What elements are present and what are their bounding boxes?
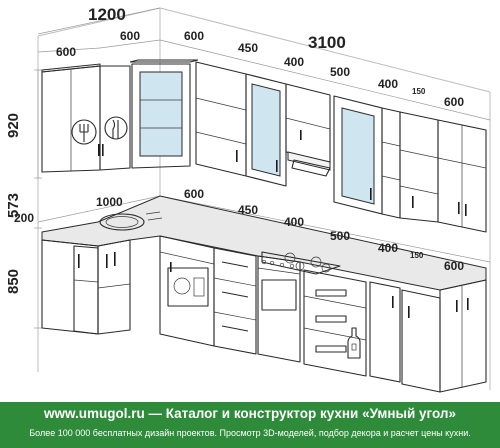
- label-lower-150: 150: [410, 251, 424, 260]
- label-lower-400-b: 400: [378, 241, 398, 255]
- site-banner: www.umugol.ru — Каталог и конструктор ку…: [0, 402, 500, 448]
- lower-dishwasher: [159, 235, 215, 347]
- label-upper-500: 500: [330, 65, 350, 79]
- label-3100: 3100: [308, 33, 346, 52]
- label-upper-400-b: 400: [378, 77, 398, 91]
- label-height-920: 920: [5, 113, 22, 138]
- label-lower-1000: 1000: [96, 195, 123, 209]
- countertop: [41, 195, 487, 291]
- lower-drawers-500: [303, 269, 367, 377]
- label-lower-600-b: 600: [444, 259, 464, 273]
- lower-drawers-450: [213, 247, 257, 355]
- label-height-850: 850: [5, 269, 22, 294]
- label-upper-450: 450: [238, 41, 258, 55]
- label-lower-450: 450: [238, 203, 258, 217]
- label-lower-600: 600: [184, 187, 204, 201]
- label-upper-150: 150: [412, 87, 426, 96]
- label-upper-600-d: 600: [444, 95, 464, 109]
- banner-subtitle: Более 100 000 бесплатных дизайн проектов…: [29, 428, 471, 438]
- label-upper-600-b: 600: [120, 29, 140, 43]
- dimension-lines: [34, 7, 491, 329]
- label-lower-400-a: 400: [284, 215, 304, 229]
- kitchen-drawing: 1200 3100 600 600 600 450 400 500 400 15…: [5, 5, 491, 393]
- upper-cabinet-600-right: [437, 119, 487, 233]
- label-upper-400-a: 400: [284, 55, 304, 69]
- lower-oven: [257, 255, 301, 363]
- lower-right-cabinets: [369, 279, 487, 393]
- upper-cabinet-600: [195, 61, 247, 177]
- dimension-labels: 1200 3100 600 600 600 450 400 500 400 15…: [5, 5, 464, 294]
- label-lower-500: 500: [330, 229, 350, 243]
- upper-left-cabinet: [41, 63, 131, 173]
- lower-left-cabinet: [41, 239, 131, 335]
- banner-title[interactable]: www.umugol.ru — Каталог и конструктор ку…: [44, 406, 456, 421]
- upper-glass-cabinet-500: [333, 95, 383, 215]
- label-upper-600-c: 600: [184, 29, 204, 43]
- label-1200: 1200: [88, 5, 126, 24]
- upper-shelf-cabinet: [381, 107, 439, 223]
- label-lower-200: 200: [14, 211, 34, 225]
- label-upper-600-a: 600: [56, 45, 76, 59]
- label-height-573: 573: [5, 193, 22, 218]
- upper-corner-glass-cabinet: [129, 59, 199, 169]
- upper-glass-cabinet-450: [245, 73, 287, 187]
- upper-cabinet-400-hood: [285, 83, 331, 177]
